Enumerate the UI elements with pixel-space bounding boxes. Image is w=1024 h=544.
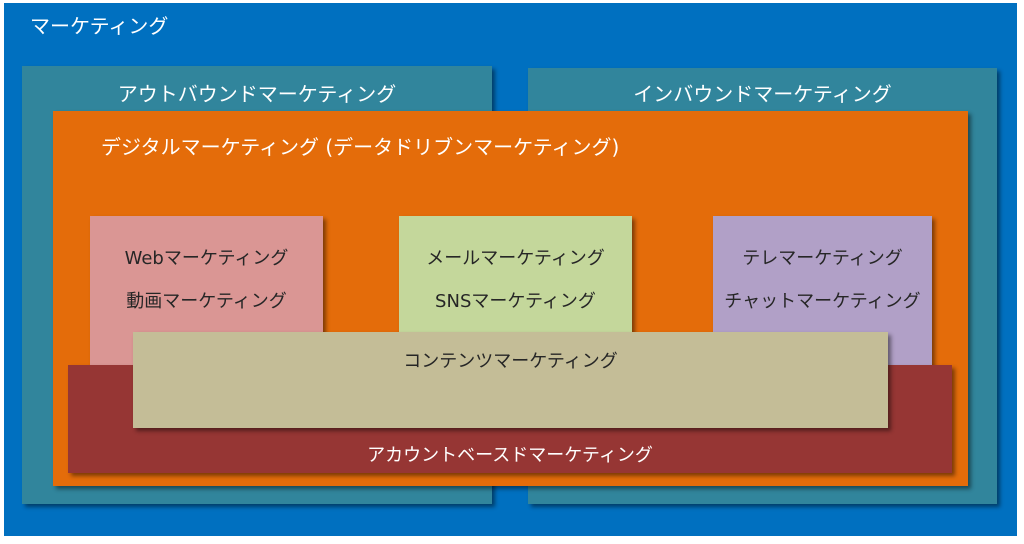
video-marketing-label: 動画マーケティング (126, 291, 287, 312)
mail-marketing-label: メールマーケティング (426, 248, 605, 269)
content-marketing-label: コンテンツマーケティング (403, 351, 618, 372)
marketing-title: マーケティング (30, 14, 169, 38)
content-marketing-box: コンテンツマーケティング (133, 332, 888, 428)
web-marketing-label: Webマーケティング (124, 248, 289, 269)
chat-marketing-label: チャットマーケティング (724, 291, 921, 312)
tele-marketing-label: テレマーケティング (742, 248, 903, 269)
inbound-marketing-title: インバウンドマーケティング (633, 82, 892, 106)
sns-marketing-label: SNSマーケティング (435, 291, 596, 312)
digital-marketing-title: デジタルマーケティング (データドリブンマーケティング) (101, 135, 620, 159)
mail-sns-marketing-box: メールマーケティング SNSマーケティング (399, 216, 632, 346)
account-based-marketing-label: アカウントベースドマーケティング (367, 445, 653, 466)
outbound-marketing-title: アウトバウンドマーケティング (117, 82, 397, 106)
